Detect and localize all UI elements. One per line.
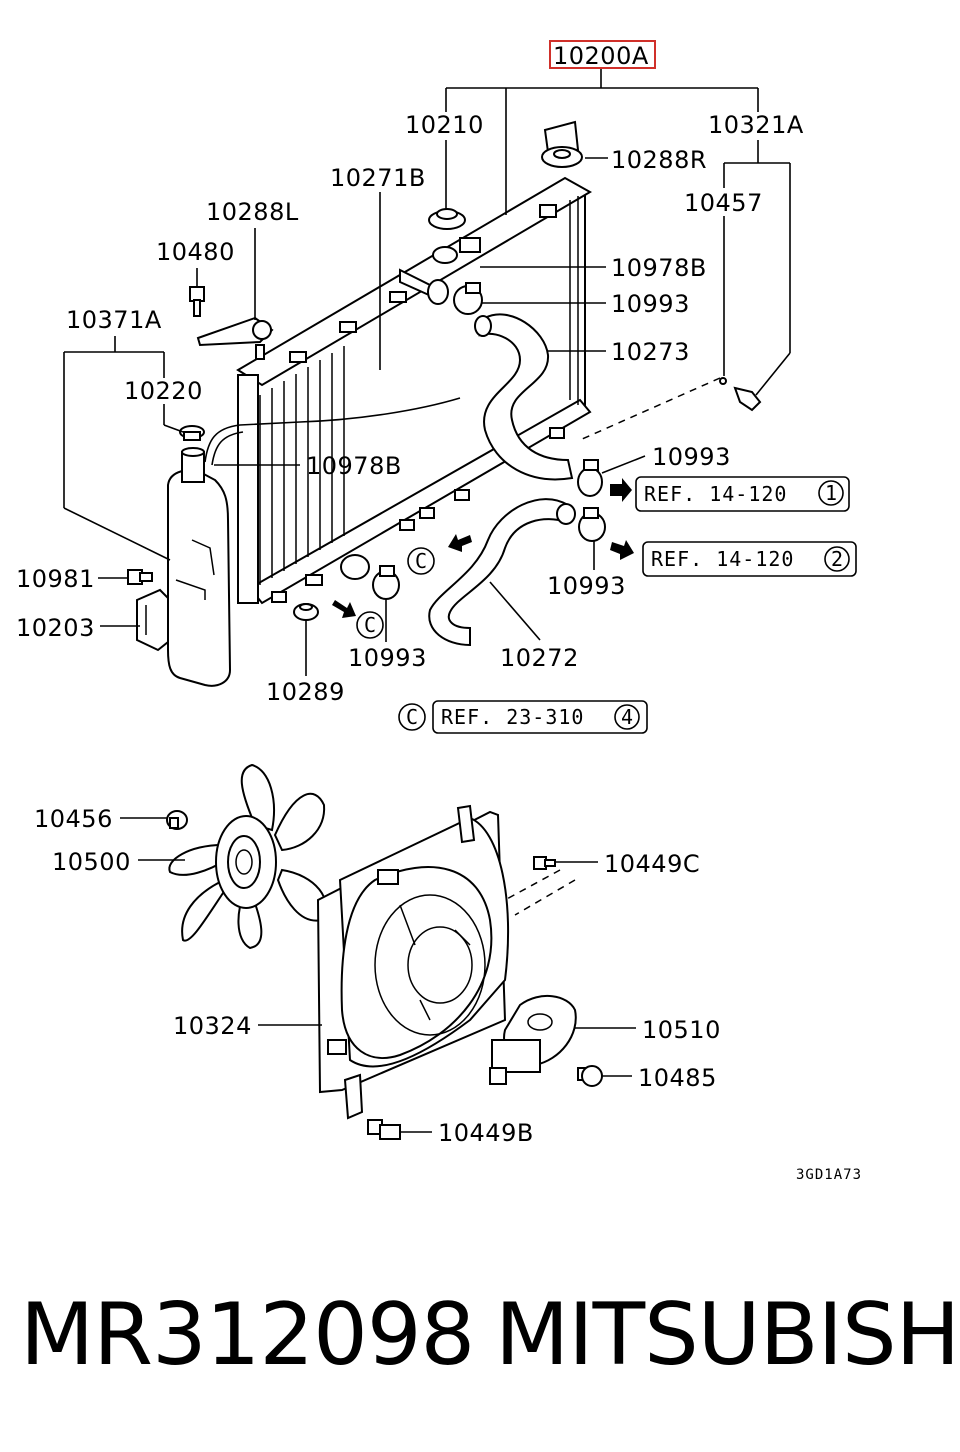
hose-clamp-lower [578,507,606,542]
radiator-cap [428,208,466,230]
label-10993-top: 10993 [611,290,690,318]
hose-clamp-bottom [372,565,400,600]
ref-box-3-text: REF. 23-310 [441,705,584,729]
ref-box-3: REF. 23-310 4 [432,700,648,734]
upper-mount-left [196,316,274,360]
hose-clamp-upper [453,282,483,315]
shroud-bolt-10449B [367,1119,401,1140]
label-10993-bottom: 10993 [348,644,427,672]
upper-hose [474,313,574,481]
part-number: MR312098 [20,1285,475,1385]
label-10981: 10981 [16,565,95,593]
assembly-highlight-box [549,40,656,69]
fan-motor [489,994,577,1085]
ref-box-1-number: 1 [825,481,838,505]
bolt-10480 [189,286,205,317]
product-caption: MR312098 MITSUBISHI [0,1285,960,1395]
reservoir-bracket [136,588,169,652]
reservoir-cap [179,425,205,441]
label-10993-right-lower: 10993 [547,572,626,600]
c-marker-1: C [415,549,428,573]
ref-box-2: REF. 14-120 2 [642,541,857,577]
label-10978B-top: 10978B [611,254,707,282]
reservoir-tank [167,447,232,687]
lower-grommet [293,603,319,621]
ref-box-2-text: REF. 14-120 [651,547,794,571]
brand-name: MITSUBISHI [495,1285,960,1385]
figure-code: 3GD1A73 [796,1167,862,1183]
label-10510: 10510 [642,1016,721,1044]
ref-box-3-number: 4 [621,705,634,729]
label-10220: 10220 [124,377,203,405]
label-10288L: 10288L [206,198,299,226]
label-10273: 10273 [611,338,690,366]
upper-mount-right [541,120,583,168]
label-10978B-mid: 10978B [306,452,402,480]
ref-box-2-number: 2 [831,547,844,571]
label-10210: 10210 [405,111,484,139]
label-10321A: 10321A [708,111,804,139]
leader-lines [63,68,791,1133]
label-10200A: 10200A [553,42,649,70]
c-marker-3: C [406,705,419,729]
label-10500: 10500 [52,848,131,876]
c-marker-2: C [364,613,377,637]
overflow-tube [204,397,461,466]
cooling-fan [168,763,327,950]
connector-c-markers: C C C [356,547,435,731]
label-10449C: 10449C [604,850,700,878]
label-10480: 10480 [156,238,235,266]
label-10449B: 10449B [438,1119,534,1147]
fan-shroud [316,804,576,1120]
label-10457: 10457 [684,189,763,217]
fan-bolt-10456 [166,810,188,830]
ref-box-1-text: REF. 14-120 [644,482,787,506]
label-10289: 10289 [266,678,345,706]
label-10371A: 10371A [66,306,162,334]
shroud-bolt-10449C [533,856,556,870]
label-10288R: 10288R [611,146,707,174]
label-10993-right-upper: 10993 [652,443,731,471]
label-10271B: 10271B [330,164,426,192]
radiator-core [236,176,593,605]
drain-cock [579,377,762,441]
label-10456: 10456 [34,805,113,833]
lower-hose [428,498,576,647]
motor-bolt-10485 [577,1065,603,1087]
label-10203: 10203 [16,614,95,642]
bolt-10981 [127,569,153,585]
label-10324: 10324 [173,1012,252,1040]
hose-clamp-mid [577,459,603,497]
label-10485: 10485 [638,1064,717,1092]
ref-box-1: REF. 14-120 1 [635,476,850,512]
label-10272: 10272 [500,644,579,672]
ref-arrows [332,478,634,618]
